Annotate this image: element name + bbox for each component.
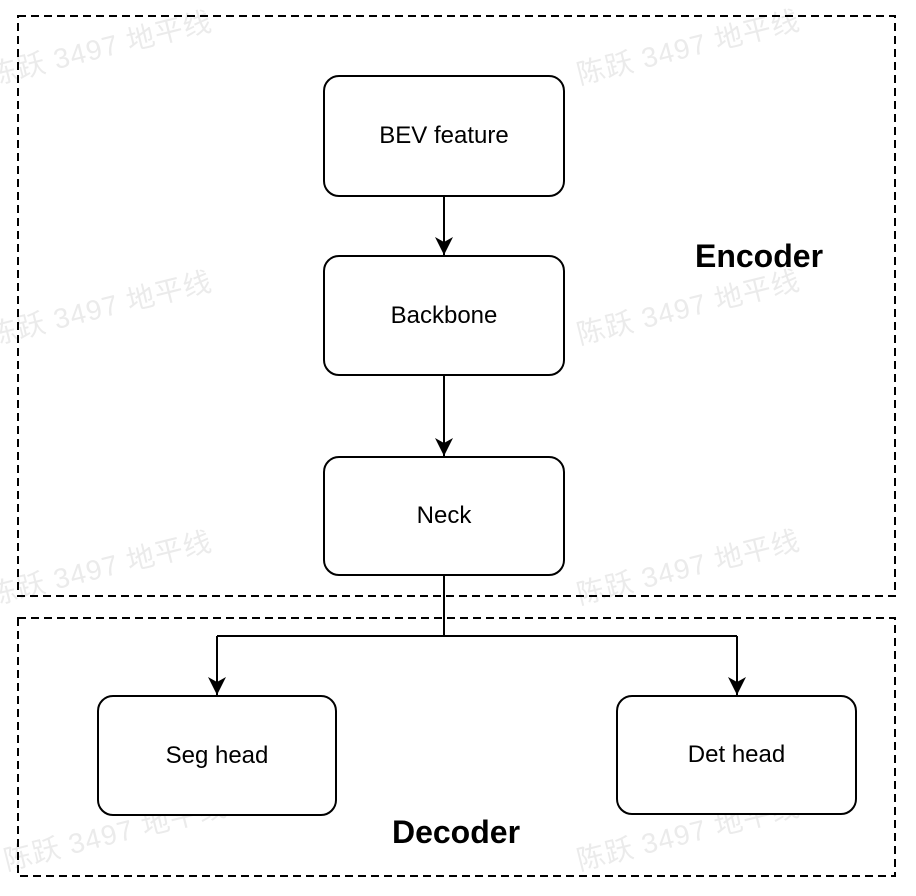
node-seg-head-label: Seg head: [165, 741, 269, 769]
node-bev-feature: BEV feature: [323, 75, 565, 197]
node-neck: Neck: [323, 456, 565, 576]
node-seg-head: Seg head: [97, 695, 337, 816]
node-backbone: Backbone: [323, 255, 565, 376]
decoder-group-border: [17, 617, 896, 877]
node-neck-label: Neck: [416, 502, 472, 529]
node-det-head-label: Det head: [687, 741, 786, 768]
decoder-group-label: Decoder: [391, 814, 521, 850]
node-backbone-label: Backbone: [390, 301, 498, 329]
node-bev-feature-label: BEV feature: [379, 122, 509, 149]
node-det-head: Det head: [616, 695, 857, 815]
encoder-group-label: Encoder: [694, 238, 824, 274]
